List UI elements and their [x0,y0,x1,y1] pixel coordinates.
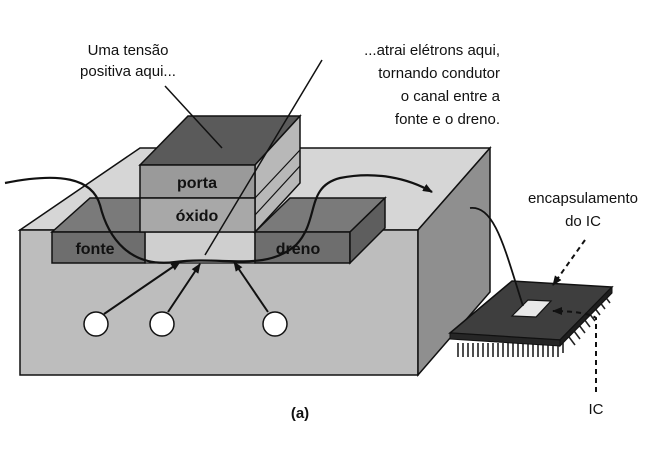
voltage-annotation: Uma tensão positiva aqui... [80,42,176,80]
drain-label: dreno [276,241,321,258]
channel-region [144,231,256,264]
ic-package [448,280,614,357]
voltage-text-line-2: positiva aqui... [80,63,176,80]
gate-stack [138,114,302,234]
electron-circle-3 [262,311,288,337]
package-label-line-1: encapsulamento [528,190,638,207]
electron-arrow-3 [233,261,269,313]
gate-layer [139,164,256,199]
electrons-text-line-4: fonte e o dreno. [395,111,500,128]
package-dashed-arrow [552,239,586,286]
gate-label: porta [177,175,217,192]
electron-arrow-1 [103,261,181,315]
voltage-leader-line [164,85,223,149]
package-label-line-2: do IC [565,213,601,230]
package-leader-line [469,207,524,307]
electron-circle-2 [149,311,175,337]
electrons-leader-line [204,59,323,256]
ic-dashed-arrow [552,307,597,392]
oxide-label: óxido [176,208,219,225]
voltage-text-line-1: Uma tensão [88,42,169,59]
substrate-side-face [417,146,491,378]
electron-arrow-2 [167,263,201,313]
package-side-face [559,285,613,348]
electrons-text-line-1: ...atrai elétrons aqui, [364,42,500,59]
source-label: fonte [75,241,114,258]
electrons-annotation: ...atrai elétrons aqui, tornando conduto… [364,42,501,128]
ic-label: IC [589,401,604,418]
figure-caption: (a) [291,405,309,422]
electrons-text-line-2: tornando condutor [378,65,500,82]
electron-circle-1 [83,311,109,337]
electrons-text-line-3: o canal entre a [401,88,501,105]
